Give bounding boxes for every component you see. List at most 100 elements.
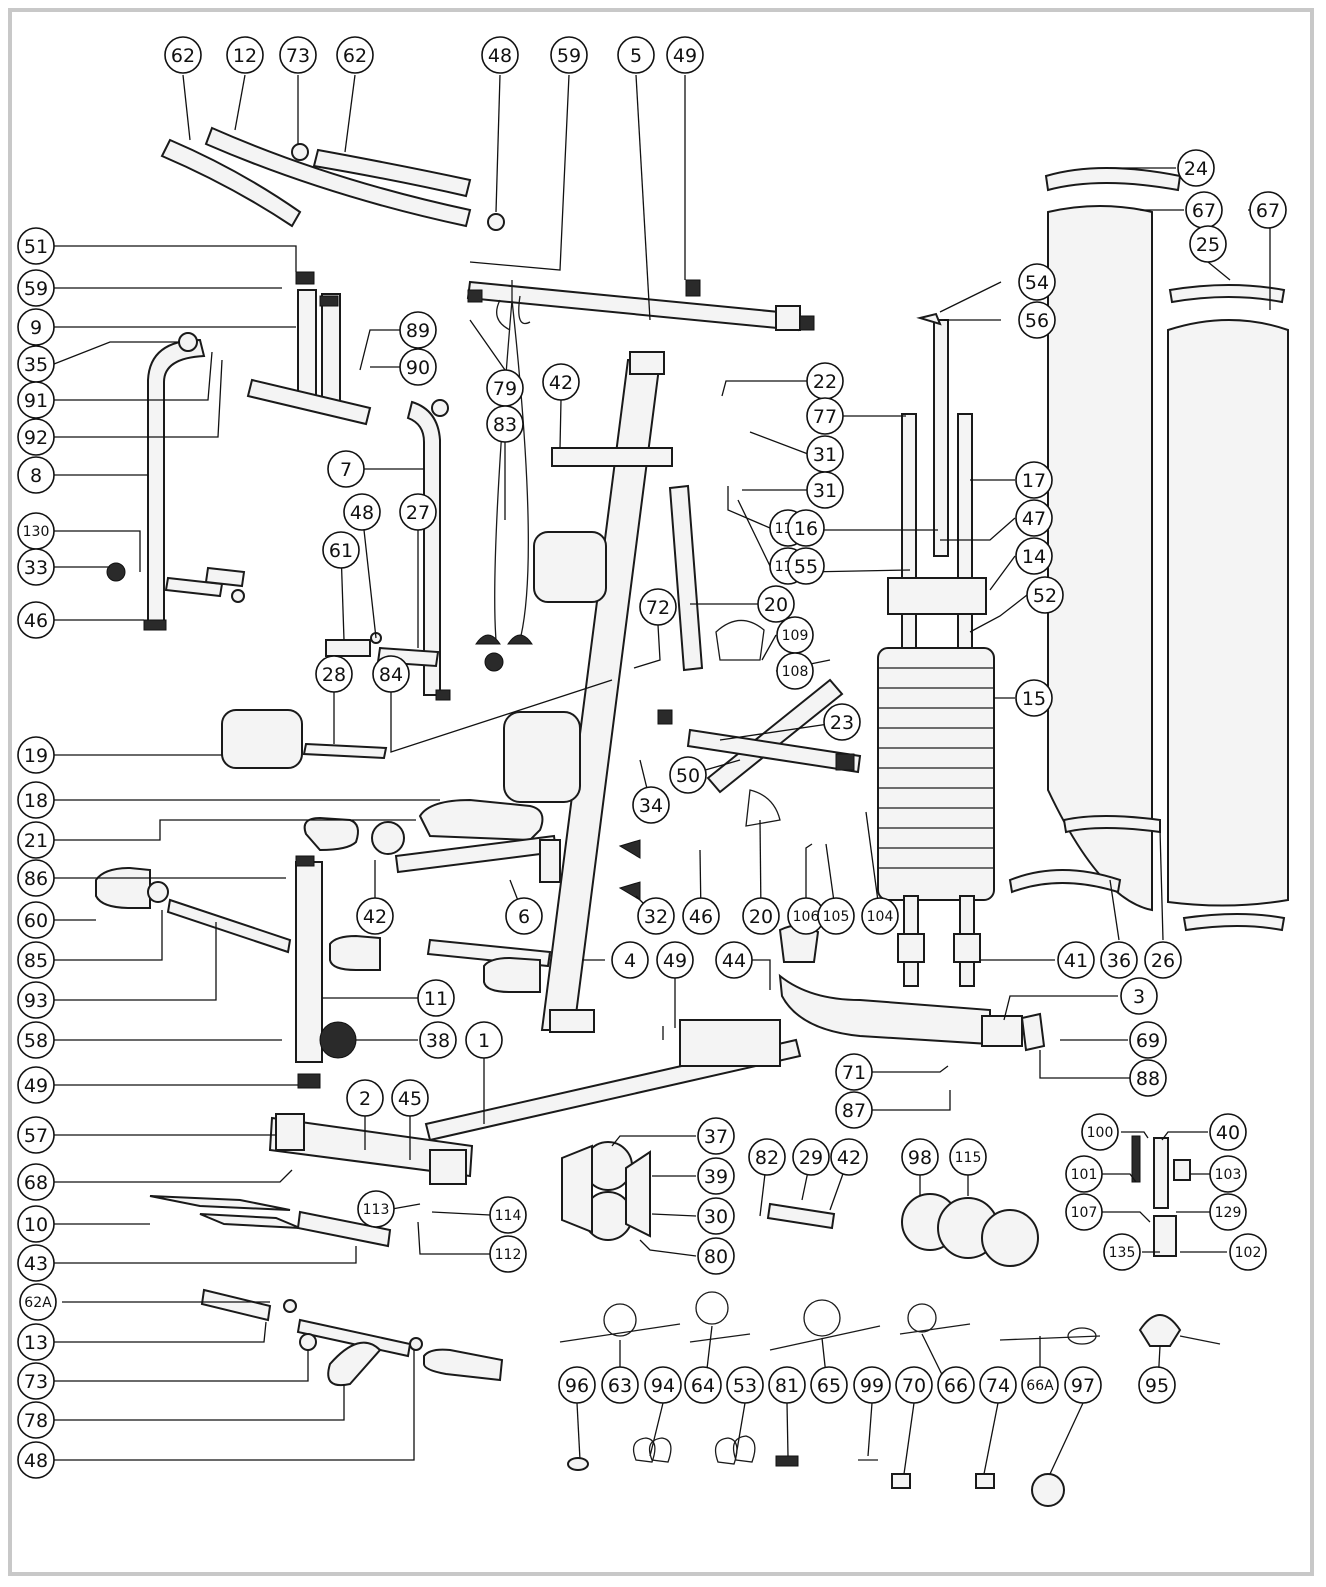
callout: 3 <box>1120 977 1158 1015</box>
callout: 81 <box>768 1366 806 1404</box>
callout: 67 <box>1185 191 1223 229</box>
callout: 67 <box>1249 191 1287 229</box>
callout-circle <box>823 703 861 741</box>
callout-circle <box>1249 191 1287 229</box>
callout: 66 <box>937 1366 975 1404</box>
callout-circle <box>391 1079 429 1117</box>
callout-circle <box>1015 499 1053 537</box>
callout-label: 67 <box>1256 200 1280 222</box>
callout: 59 <box>550 36 588 74</box>
callout-label: 20 <box>749 906 773 928</box>
callout-circle <box>17 1205 55 1243</box>
callout-label: 51 <box>24 236 48 258</box>
callout: 24 <box>1177 149 1215 187</box>
callout: 41 <box>1057 941 1095 979</box>
callout: 73 <box>17 1362 55 1400</box>
callout: 130 <box>17 512 55 550</box>
callout-label: 108 <box>782 664 809 680</box>
callout: 46 <box>682 897 720 935</box>
callout: 129 <box>1209 1193 1247 1231</box>
callout-label: 34 <box>639 795 663 817</box>
callout: 45 <box>391 1079 429 1117</box>
callout-label: 9 <box>30 317 42 339</box>
callout: 89 <box>399 311 437 349</box>
callout-circle <box>19 1283 57 1321</box>
callout-circle <box>550 36 588 74</box>
callout-label: 19 <box>24 745 48 767</box>
callout: 115 <box>949 1138 987 1176</box>
callout-circle <box>787 547 825 585</box>
callout-label: 62A <box>24 1295 52 1311</box>
callout-label: 48 <box>24 1450 48 1472</box>
callout-label: 18 <box>24 790 48 812</box>
nut-icon <box>567 1457 589 1471</box>
callout-label: 48 <box>488 45 512 67</box>
callout: 62A <box>19 1283 57 1321</box>
callout: 36 <box>1100 941 1138 979</box>
weight-stack <box>877 312 995 987</box>
callout-label: 46 <box>689 906 713 928</box>
callout: 106 <box>787 897 825 935</box>
callout-label: 73 <box>286 45 310 67</box>
callout: 5 <box>617 36 655 74</box>
callout-label: 49 <box>24 1075 48 1097</box>
callout-label: 52 <box>1033 585 1057 607</box>
callout-circle <box>489 1196 527 1234</box>
callout-label: 66A <box>1026 1378 1054 1394</box>
callout-circle <box>697 1157 735 1195</box>
callout-circle <box>861 897 899 935</box>
callout: 103 <box>1209 1155 1247 1193</box>
callout-circle <box>949 1138 987 1176</box>
callout: 29 <box>792 1138 830 1176</box>
callout: 73 <box>279 36 317 74</box>
callout-label: 14 <box>1022 546 1046 568</box>
carabiner-icon <box>648 1437 672 1463</box>
callout: 83 <box>486 405 524 443</box>
callout-circle <box>542 363 580 401</box>
callout: 113 <box>357 1190 395 1228</box>
callout-label: 65 <box>817 1375 841 1397</box>
callout-label: 71 <box>842 1062 866 1084</box>
callout: 57 <box>17 1116 55 1154</box>
callout-circle <box>357 1190 395 1228</box>
callout-circle <box>17 601 55 639</box>
callout-label: 112 <box>495 1247 522 1263</box>
callout-label: 27 <box>406 502 430 524</box>
callout-label: 54 <box>1025 272 1049 294</box>
callout-circle <box>1177 149 1215 187</box>
callout: 6 <box>505 897 543 935</box>
foam-pad-tubes-top <box>160 126 505 231</box>
callout-label: 48 <box>350 502 374 524</box>
callout-circle <box>757 585 795 623</box>
callout-circle <box>489 1235 527 1273</box>
callout-circle <box>17 1066 55 1104</box>
callout-label: 61 <box>329 540 353 562</box>
callout-label: 92 <box>24 427 48 449</box>
callout-circle <box>1065 1155 1103 1193</box>
callout: 95 <box>1138 1366 1176 1404</box>
callout-circle <box>17 941 55 979</box>
callout-circle <box>682 897 720 935</box>
callout-label: 74 <box>986 1375 1010 1397</box>
callout-circle <box>465 1021 503 1059</box>
callout-circle <box>697 1197 735 1235</box>
callout-label: 24 <box>1184 158 1208 180</box>
callout: 88 <box>1129 1059 1167 1097</box>
callout-label: 86 <box>24 868 48 890</box>
callout-circle <box>637 897 675 935</box>
callout-circle <box>1129 1059 1167 1097</box>
callout-label: 107 <box>1071 1205 1098 1221</box>
callout-label: 43 <box>24 1253 48 1275</box>
callout-label: 37 <box>704 1126 728 1148</box>
callout-label: 82 <box>755 1147 779 1169</box>
callout-circle <box>17 1021 55 1059</box>
callout-circle <box>1015 679 1053 717</box>
callout-label: 16 <box>794 518 818 540</box>
seat-assembly <box>394 798 641 968</box>
callout: 43 <box>17 1244 55 1282</box>
callout-circle <box>1103 1233 1141 1271</box>
callout-label: 32 <box>644 906 668 928</box>
callout-circle <box>399 348 437 386</box>
callout-circle <box>1018 263 1056 301</box>
